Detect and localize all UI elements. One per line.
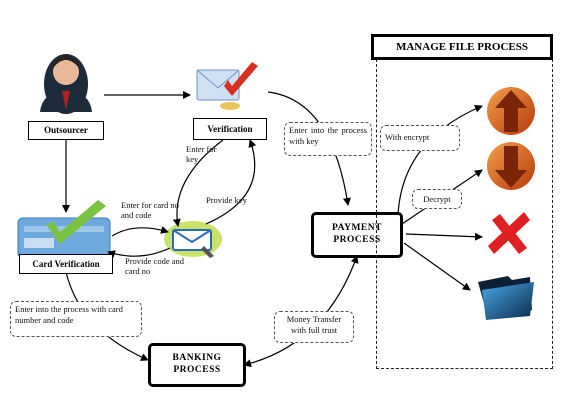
outsourcer-node: Outsourcer	[28, 121, 104, 140]
note-money-transfer: Money Transfer with full trust	[274, 311, 354, 343]
edge-to-delete	[405, 232, 483, 241]
envelope-check-icon	[196, 62, 258, 110]
download-icon	[487, 142, 535, 190]
upload-icon	[487, 87, 535, 135]
manage-file-panel	[376, 59, 553, 369]
edge-enter-for-card	[111, 226, 169, 237]
banking-line1: BANKING	[172, 353, 222, 364]
verification-node: Verification	[193, 118, 267, 140]
banking-process-node: BANKING PROCESS	[148, 343, 246, 387]
delete-x-icon	[488, 212, 530, 254]
label-provide-code: Provide code and card no	[125, 256, 185, 277]
note-with-encrypt: With encrypt	[380, 125, 460, 151]
card-check-icon	[17, 200, 111, 259]
note-enter-card-number: Enter into the process with card number …	[10, 301, 142, 337]
label-provide-key: Provide key	[206, 195, 247, 205]
edge-to-folder	[403, 242, 471, 291]
manage-file-process-title: MANAGE FILE PROCESS	[371, 34, 553, 60]
payment-line2: PROCESS	[333, 235, 381, 245]
label-enter-for-key: Enter for key	[186, 144, 217, 165]
note-enter-process-key: Enter into the process with key	[284, 122, 372, 156]
payment-line1: PAYMENT	[332, 223, 382, 234]
mail-hub-icon	[164, 221, 222, 258]
edge-enter-for-key	[172, 139, 224, 227]
note-decrypt: Decrypt	[412, 189, 462, 209]
folder-icon	[478, 276, 534, 320]
outsourcer-person-icon	[40, 54, 92, 114]
edge-provide-key	[205, 139, 257, 225]
edge-provide-code	[107, 247, 171, 258]
card-verification-node: Card Verification	[19, 254, 113, 274]
label-enter-for-card: Enter for card no and code	[121, 200, 179, 221]
banking-line2: PROCESS	[173, 365, 221, 375]
payment-process-node: PAYMENT PROCESS	[311, 212, 403, 258]
